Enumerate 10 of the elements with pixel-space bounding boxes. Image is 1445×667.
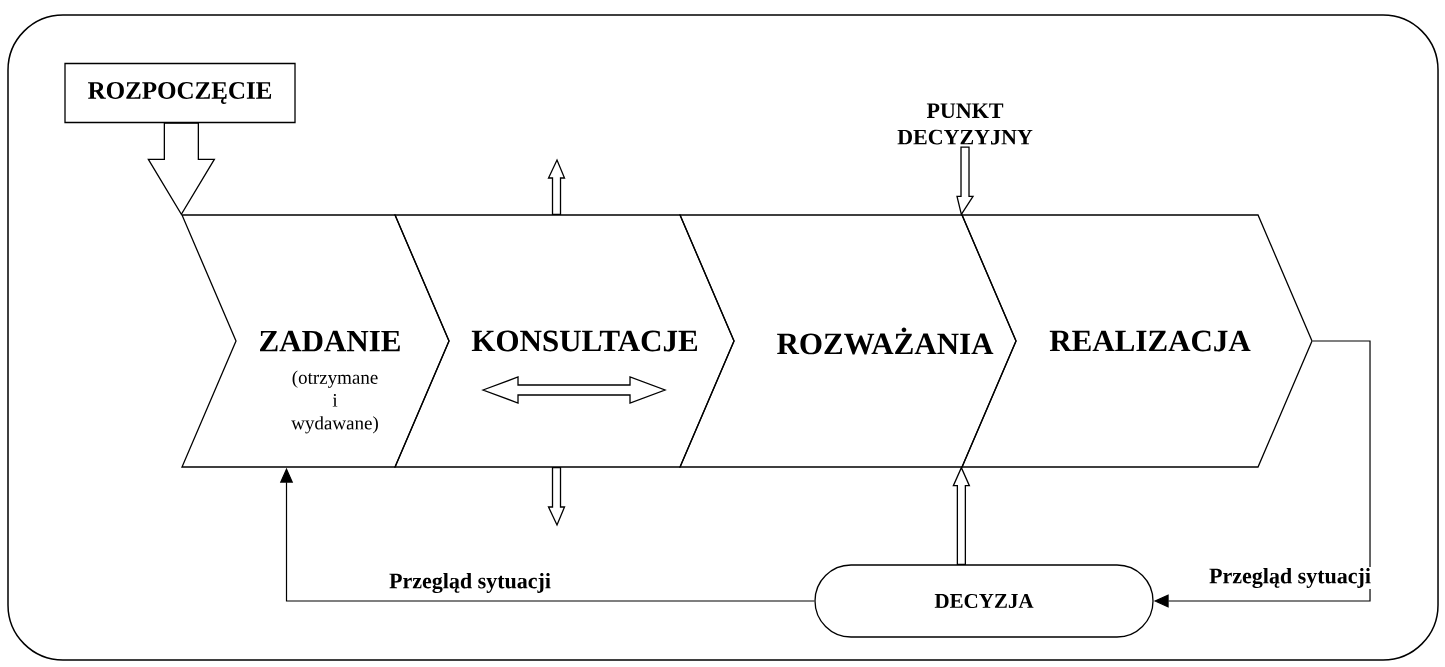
block-arrow	[547, 158, 566, 215]
block-arrow	[952, 466, 971, 565]
block-arrow	[147, 122, 216, 216]
block-arrow	[547, 467, 566, 527]
edge-label: Przegląd sytuacji	[1208, 566, 1372, 590]
block-arrow	[956, 146, 975, 216]
start-box: ROZPOCZĘCIE	[64, 62, 296, 124]
decision-terminal: DECYZJA	[814, 564, 1154, 638]
decision-point-label: PUNKT DECYZYJNY	[897, 103, 1033, 145]
edge-label: Przegląd sytuacji	[388, 571, 552, 595]
